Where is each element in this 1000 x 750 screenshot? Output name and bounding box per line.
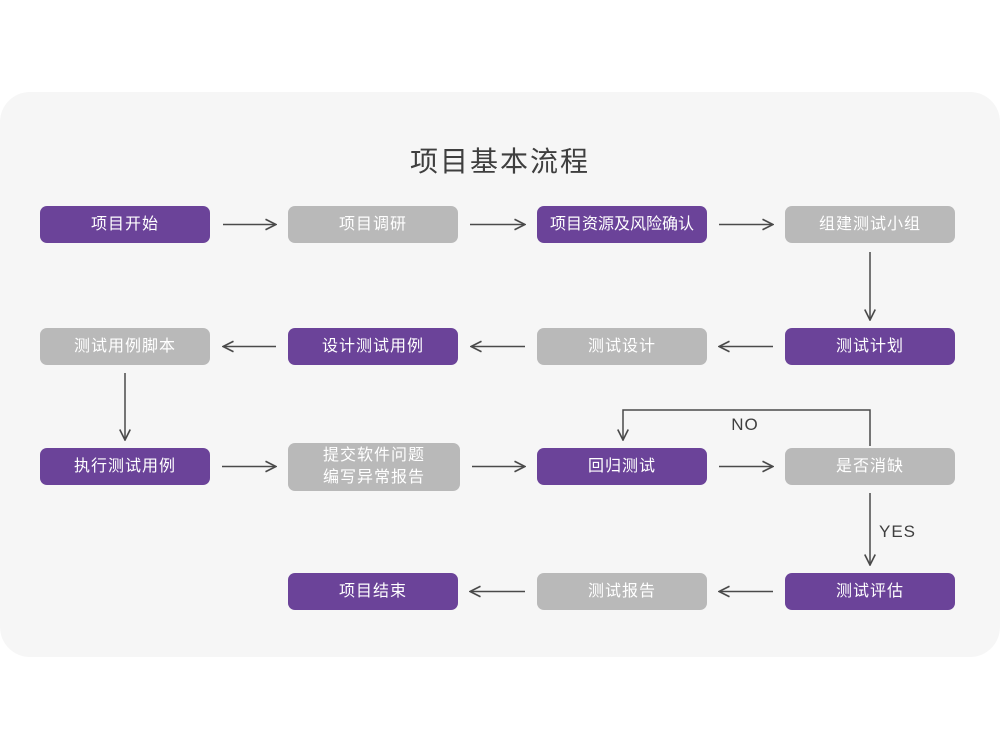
node-label: 组建测试小组 — [818, 215, 921, 233]
page-title: 项目基本流程 — [409, 146, 590, 177]
node-defect-check: 是否消缺 — [785, 448, 955, 485]
node-test-report: 测试报告 — [537, 573, 707, 610]
node-label: 是否消缺 — [835, 457, 904, 475]
node-project-end: 项目结束 — [288, 573, 458, 610]
node-label: 设计测试用例 — [321, 337, 424, 355]
node-build-test-team: 组建测试小组 — [785, 206, 955, 243]
node-resource-risk-confirm: 项目资源及风险确认 — [537, 206, 707, 243]
node-label: 项目开始 — [90, 215, 159, 233]
node-design-test-case: 设计测试用例 — [288, 328, 458, 365]
node-test-case-script: 测试用例脚本 — [40, 328, 210, 365]
edge-label-no: NO — [731, 415, 759, 434]
node-label: 执行测试用例 — [73, 457, 176, 475]
node-regression-test: 回归测试 — [537, 448, 707, 485]
node-label: 回归测试 — [587, 457, 656, 475]
edge-label-yes: YES — [879, 522, 917, 541]
node-label: 测试用例脚本 — [73, 337, 176, 355]
node-execute-test-case: 执行测试用例 — [40, 448, 210, 485]
node-label: 测试设计 — [587, 337, 656, 355]
node-label: 测试计划 — [835, 337, 904, 355]
node-project-start: 项目开始 — [40, 206, 210, 243]
node-label: 测试评估 — [835, 582, 904, 600]
node-label: 项目资源及风险确认 — [549, 215, 694, 233]
node-project-research: 项目调研 — [288, 206, 458, 243]
node-test-evaluation: 测试评估 — [785, 573, 955, 610]
node-label: 项目结束 — [338, 582, 407, 600]
node-label: 测试报告 — [587, 582, 656, 600]
node-test-plan: 测试计划 — [785, 328, 955, 365]
node-test-design: 测试设计 — [537, 328, 707, 365]
flowchart-card — [0, 92, 1000, 657]
node-submit-issue-report: 提交软件问题 编写异常报告 — [288, 443, 460, 491]
node-label-line2: 编写异常报告 — [322, 469, 425, 486]
node-label: 项目调研 — [338, 215, 407, 233]
node-label-line1: 提交软件问题 — [322, 447, 425, 465]
